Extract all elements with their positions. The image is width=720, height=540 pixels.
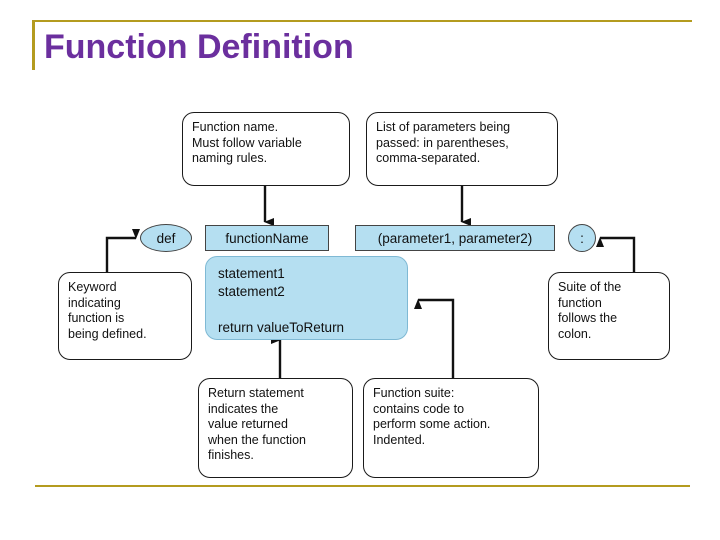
chip-function-suite: statement1 statement2 return valueToRetu…	[205, 256, 408, 340]
chip-parameter-list: (parameter1, parameter2)	[355, 225, 555, 251]
callout-return-statement: Return statement indicates the value ret…	[198, 378, 353, 478]
bottom-rule	[35, 485, 690, 487]
callout-colon: Suite of the function follows the colon.	[548, 272, 670, 360]
title-top-rule	[32, 20, 692, 22]
connector-colon-note-to-colon	[596, 236, 636, 272]
chip-def-keyword: def	[140, 224, 192, 252]
page-title: Function Definition	[44, 28, 354, 66]
chip-colon: :	[568, 224, 596, 252]
connector-suite-note-to-suite	[414, 298, 455, 378]
callout-function-name: Function name. Must follow variable nami…	[182, 112, 350, 186]
connector-keyword-note-to-def	[105, 229, 140, 272]
chip-function-name: functionName	[205, 225, 329, 251]
callout-parameters: List of parameters being passed: in pare…	[366, 112, 558, 186]
callout-keyword: Keyword indicating function is being def…	[58, 272, 192, 360]
title-accent-bar	[32, 20, 35, 70]
callout-function-suite: Function suite: contains code to perform…	[363, 378, 539, 478]
